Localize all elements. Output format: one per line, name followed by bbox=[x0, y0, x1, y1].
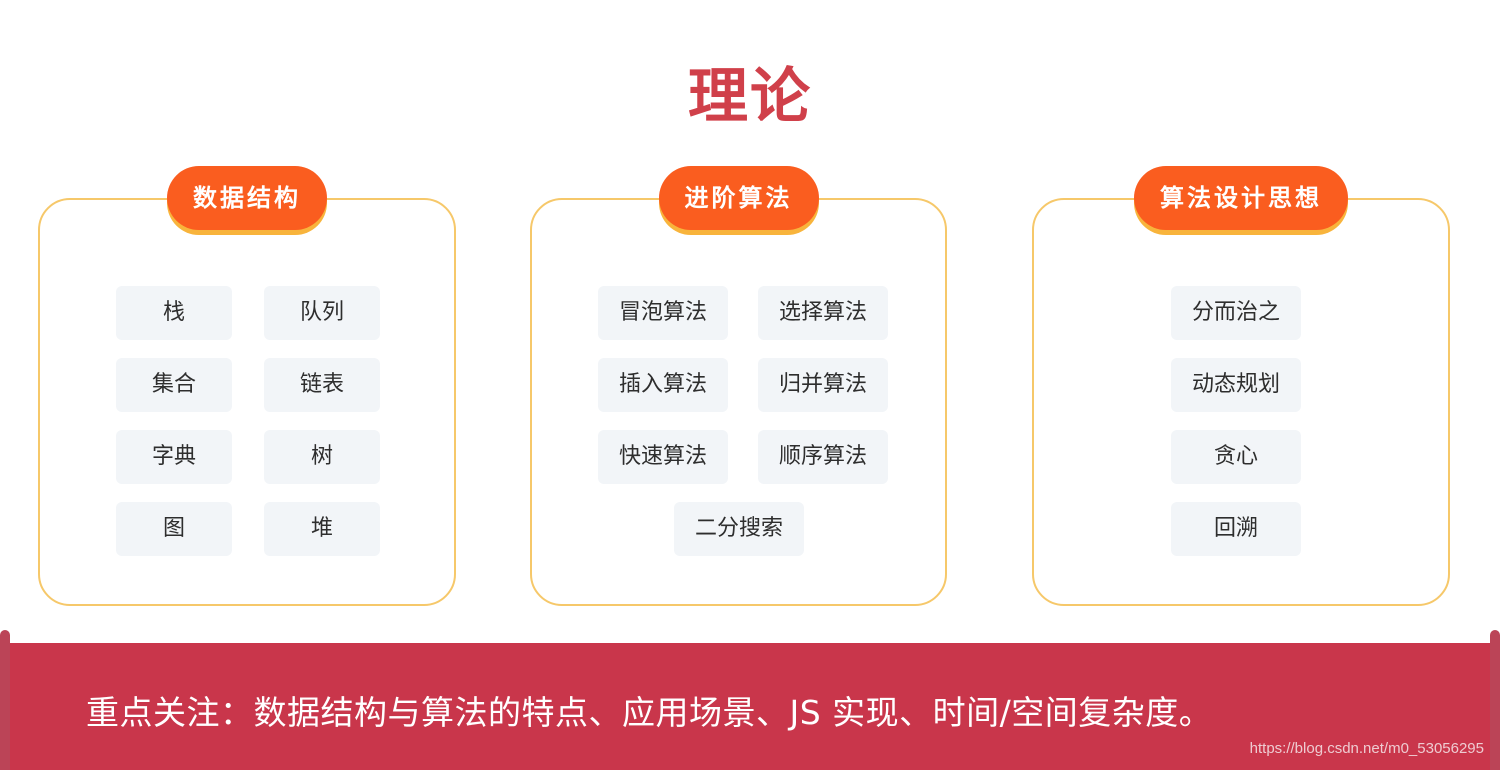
chip-binary-search: 二分搜索 bbox=[674, 502, 804, 556]
chip-bubble-sort: 冒泡算法 bbox=[598, 286, 728, 340]
band-edge-right bbox=[1490, 630, 1500, 770]
band-edge-left bbox=[0, 630, 10, 770]
chip-sequential-search: 顺序算法 bbox=[758, 430, 888, 484]
chip-backtracking: 回溯 bbox=[1171, 502, 1301, 556]
chip-linked-list: 链表 bbox=[264, 358, 380, 412]
chip-queue: 队列 bbox=[264, 286, 380, 340]
panel-data-structures: 数据结构 栈 队列 集合 链表 字典 树 图 堆 bbox=[38, 166, 456, 606]
chip-dictionary: 字典 bbox=[116, 430, 232, 484]
focus-banner-text: 重点关注：数据结构与算法的特点、应用场景、JS 实现、时间/空间复杂度。 bbox=[86, 693, 1213, 732]
panel-header-algorithm-design: 算法设计思想 bbox=[1134, 166, 1348, 230]
chip-dynamic-programming: 动态规划 bbox=[1171, 358, 1301, 412]
focus-banner bbox=[10, 643, 1490, 770]
chip-tree: 树 bbox=[264, 430, 380, 484]
chip-divide-and-conquer: 分而治之 bbox=[1171, 286, 1301, 340]
page-title: 理论 bbox=[688, 62, 812, 132]
watermark: https://blog.csdn.net/m0_53056295 bbox=[1249, 740, 1484, 757]
panel-header-advanced-algorithms: 进阶算法 bbox=[658, 166, 819, 230]
chip-insertion-sort: 插入算法 bbox=[598, 358, 728, 412]
chip-quick-sort: 快速算法 bbox=[598, 430, 728, 484]
chip-heap: 堆 bbox=[264, 502, 380, 556]
chip-graph: 图 bbox=[116, 502, 232, 556]
panel-advanced-algorithms: 进阶算法 冒泡算法 选择算法 插入算法 归并算法 快速算法 顺序算法 二分搜索 bbox=[530, 166, 947, 606]
panel-algorithm-design: 算法设计思想 分而治之 动态规划 贪心 回溯 bbox=[1032, 166, 1450, 606]
chip-selection-sort: 选择算法 bbox=[758, 286, 888, 340]
chip-merge-sort: 归并算法 bbox=[758, 358, 888, 412]
panel-header-data-structures: 数据结构 bbox=[167, 166, 327, 230]
chip-greedy: 贪心 bbox=[1171, 430, 1301, 484]
chip-set: 集合 bbox=[116, 358, 232, 412]
chip-stack: 栈 bbox=[116, 286, 232, 340]
